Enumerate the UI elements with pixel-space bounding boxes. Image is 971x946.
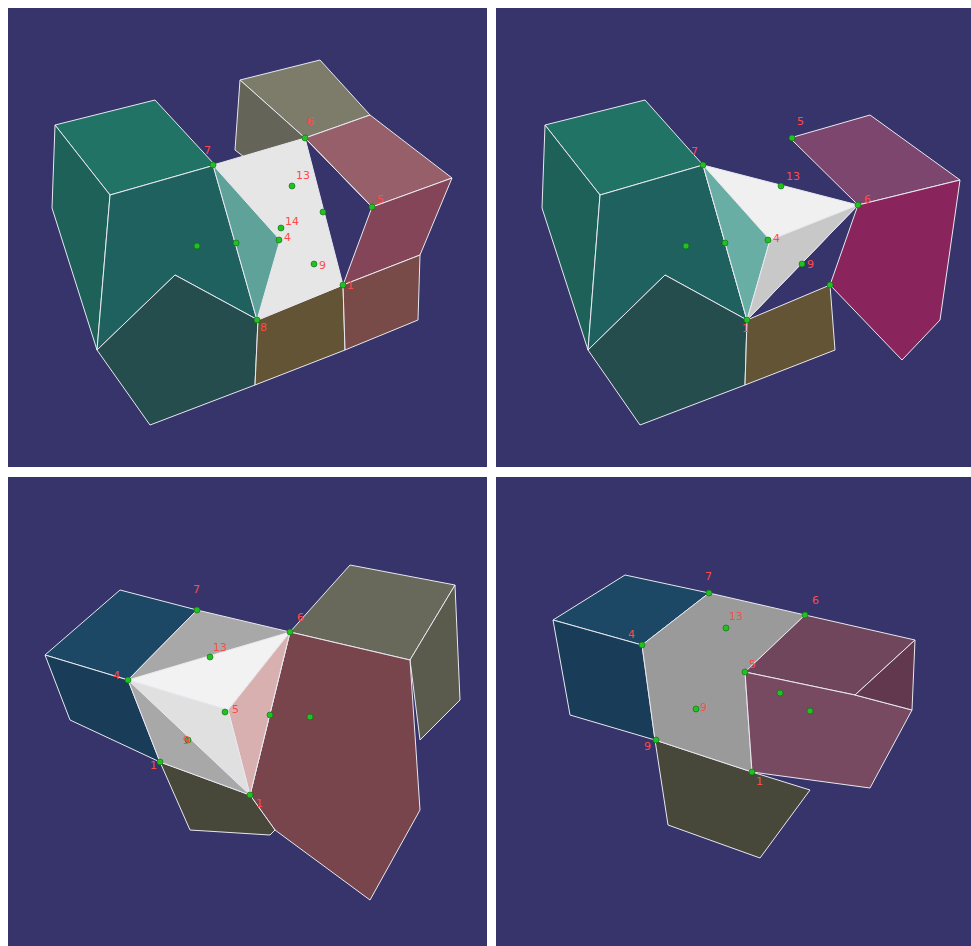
point-number: 9 [183,735,190,747]
point-number: 13 [213,642,227,654]
point-number: 5 [749,659,756,671]
point-number: 14 [285,216,299,228]
point-number: 1 [742,323,749,335]
point-number: 1 [256,798,263,810]
point-number: 6 [297,612,304,624]
point-number: 4 [628,629,635,641]
point-number: 6 [307,116,314,128]
point-number: 9 [644,741,651,753]
point-number: 1 [347,280,354,292]
point-number: 7 [691,146,698,158]
point-number: 7 [204,145,211,157]
point-number: 9 [700,702,707,714]
point-number: 6 [864,194,871,206]
point-number: 8 [260,322,267,334]
point-number: 5 [797,116,804,128]
point-number: 5 [232,704,239,716]
point-number: 4 [113,670,120,682]
point-number: 4 [773,233,780,245]
point-number: 7 [193,584,200,596]
point-number: 6 [812,595,819,607]
point-number: 7 [705,571,712,583]
point-number: 13 [296,170,310,182]
point-number: 9 [807,259,814,271]
point-number: 5 [377,194,384,206]
point-number: 4 [284,232,291,244]
point-number: 9 [319,260,326,272]
point-number: 1 [150,760,157,772]
point-number: 13 [729,611,743,623]
point-number: 1 [756,776,763,788]
point-number: 13 [786,171,800,183]
